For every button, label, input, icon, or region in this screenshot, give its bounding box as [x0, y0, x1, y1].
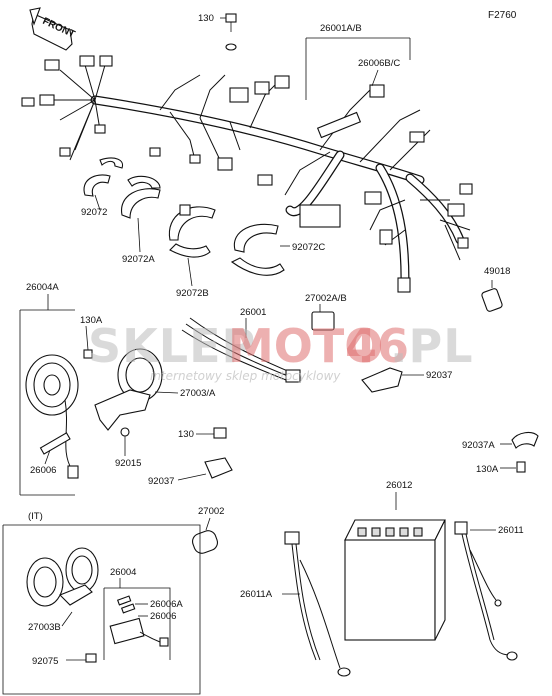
label-92037-right: 92037 [426, 370, 452, 381]
watermark-text-c: 46 [345, 319, 409, 373]
watermark-text-b: MOTO [228, 319, 383, 373]
connector-26006 [67, 465, 79, 479]
label-130-mid: 130 [178, 429, 194, 440]
pin-26006 [39, 432, 71, 455]
part-49018 [481, 280, 503, 312]
label-26001: 26001 [240, 307, 266, 318]
label-130A-left: 130A [80, 315, 103, 326]
label-it-92075: 92075 [32, 656, 58, 667]
label-26006BC: 26006B/C [358, 58, 400, 69]
figure-code: F2760 [488, 10, 517, 21]
clamp-92072 [83, 157, 124, 197]
label-27002: 27002 [198, 506, 224, 517]
label-it-26004: 26004 [110, 567, 136, 578]
label-26004A: 26004A [26, 282, 59, 293]
bolt-130A-right [516, 461, 526, 473]
clamp-92037-right [361, 367, 403, 393]
label-26011A: 26011A [240, 589, 273, 600]
bolt-130A-left [83, 349, 93, 359]
module-26004 [109, 617, 145, 645]
label-92037A: 92037A [462, 440, 495, 451]
label-26006: 26006 [30, 465, 56, 476]
battery-26012 [344, 519, 446, 641]
label-130-top: 130 [198, 13, 214, 24]
main-harness [21, 55, 473, 293]
label-49018: 49018 [484, 266, 510, 277]
horn-bracket [94, 389, 151, 431]
watermark-tagline: internetowy sklep motocyklowy [150, 369, 341, 383]
label-92072: 92072 [81, 207, 107, 218]
label-26001AB: 26001A/B [320, 23, 362, 34]
clamp-92037-mid [204, 457, 233, 479]
relay-27002 [192, 530, 218, 554]
watermark-text-a: SKLEP [88, 319, 256, 373]
label-27002AB: 27002A/B [305, 293, 347, 304]
horn-left [25, 354, 79, 416]
clamp-92072A [121, 175, 161, 219]
label-92015: 92015 [115, 458, 141, 469]
label-it-26006A: 26006A [150, 599, 183, 610]
watermark: SKLEP MOTO 46 .PL internetowy sklep moto… [88, 319, 474, 383]
label-26012: 26012 [386, 480, 412, 491]
label-it-27003B: 27003B [28, 622, 61, 633]
watermark-text-d: .PL [390, 319, 474, 373]
clamp-92072C [230, 223, 285, 276]
cable-26011 [454, 521, 518, 661]
label-130A-right: 130A [476, 464, 499, 475]
horn-it [26, 547, 99, 607]
label-26011: 26011 [498, 525, 524, 536]
clip-92075 [85, 653, 97, 663]
it-box [2, 524, 201, 695]
nut-92015 [120, 427, 130, 437]
label-92037-mid: 92037 [148, 476, 174, 487]
front-arrow-icon: FRONT [29, 7, 77, 51]
relay-27002AB [311, 311, 335, 331]
label-it: (IT) [28, 511, 43, 522]
bolt-130-top [220, 13, 237, 51]
bolt-130-mid [213, 427, 227, 439]
label-it-26006: 26006 [150, 611, 176, 622]
label-27003A: 27003/A [180, 388, 216, 399]
label-92072B: 92072B [176, 288, 209, 299]
clamp-92037A [511, 431, 539, 449]
cable-26001 [181, 317, 301, 383]
label-92072A: 92072A [122, 254, 155, 265]
cable-26011A [284, 531, 351, 677]
clamp-92072B [168, 204, 216, 258]
label-92072C: 92072C [292, 242, 325, 253]
